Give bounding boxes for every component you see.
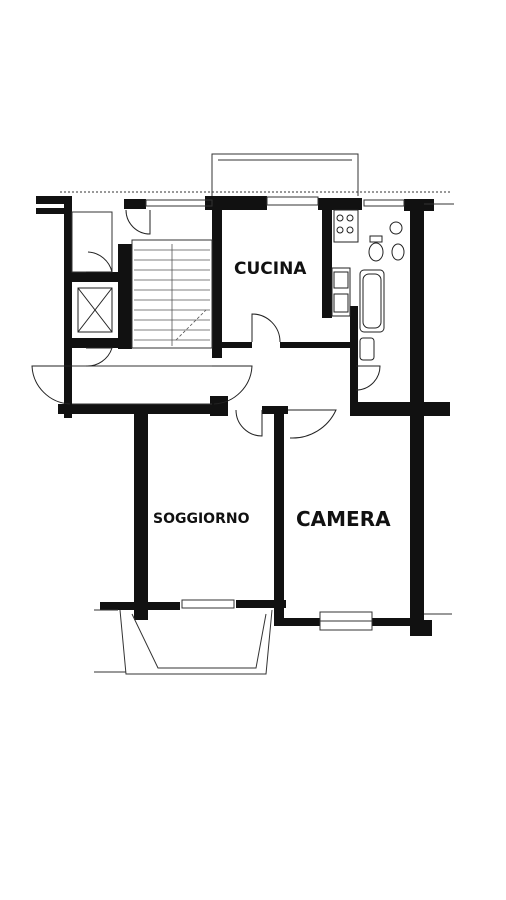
window-bath: [363, 199, 405, 207]
door-bath: [355, 365, 381, 391]
wall-hall-bottom: [58, 404, 228, 414]
wall-left-outer: [64, 196, 72, 418]
toilet-icon: [368, 242, 384, 262]
wall-top-stair: [124, 199, 146, 209]
wall-kitchen-bath: [322, 206, 332, 318]
elevator: [77, 287, 113, 333]
wall-hall-bottom-right: [350, 402, 450, 416]
window-kitchen: [266, 196, 319, 206]
bathroom-fixtures: [359, 221, 405, 361]
wall-soggiorno-camera: [274, 410, 284, 626]
wall-elevator-bottom: [64, 338, 124, 348]
wall-bottom-soggiorno-right: [236, 600, 286, 608]
wall-elevator-side: [118, 244, 132, 349]
wall-left-landing: [36, 208, 68, 214]
kitchen-fixtures: [331, 209, 359, 317]
stove-icon: [333, 293, 349, 313]
washbasin-icon: [359, 337, 375, 361]
burner-icon: [336, 226, 344, 234]
window-soggiorno: [181, 599, 235, 609]
walls: [36, 196, 450, 636]
door-entrance-hall: [212, 365, 253, 405]
wall-soggiorno-left: [134, 410, 148, 620]
burner-icon: [346, 226, 354, 234]
wall-elevator-top: [64, 272, 124, 282]
doors: [31, 209, 381, 439]
wall-kitchen-bottom-b: [280, 342, 356, 348]
wall-camera-top-left: [262, 406, 288, 414]
thin-lines: [60, 153, 454, 675]
elevator-cross-b: [77, 287, 113, 333]
wall-stair-kitchen: [212, 196, 222, 358]
toilet-tank-icon: [369, 235, 383, 243]
kitchen-counter: [331, 267, 351, 317]
window-stair: [145, 199, 213, 207]
wall-right-outer: [410, 200, 424, 636]
sink-icon: [333, 271, 349, 289]
door-camera: [288, 409, 337, 439]
room-label-camera: CAMERA: [296, 507, 391, 531]
shaft-left: [71, 211, 113, 273]
room-label-cucina: CUCINA: [234, 259, 307, 279]
bay-window: [119, 609, 273, 675]
balcony-top: [211, 153, 359, 196]
burner-icon: [336, 214, 344, 222]
door-soggiorno: [235, 409, 263, 437]
staircase: [134, 244, 210, 346]
door-stair: [125, 209, 151, 235]
stair-arrow: [175, 309, 207, 341]
elevator-cabin: [77, 287, 113, 333]
bidet-icon: [391, 243, 405, 261]
bay-window-inner: [131, 613, 267, 669]
bathtub-icon: [359, 269, 385, 333]
washbasin-drain: [389, 221, 403, 235]
room-label-soggiorno: SOGGIORNO: [153, 511, 250, 527]
kitchen-upper-unit: [333, 209, 359, 243]
burner-icon: [346, 214, 354, 222]
door-kitchen: [251, 313, 281, 343]
door-elevator: [85, 347, 113, 367]
bathtub-inner: [362, 273, 382, 329]
wall-bottom-pillar: [416, 620, 432, 636]
wall-bottom-camera-left: [276, 618, 320, 626]
wall-bath-bottom: [350, 306, 358, 406]
wall-kitchen-bottom-a: [220, 342, 252, 348]
wall-bottom-soggiorno-left: [100, 602, 180, 610]
wall-bottom-camera-right: [372, 618, 422, 626]
door-entrance-left: [31, 365, 72, 405]
wall-pillar-mid: [210, 396, 228, 416]
wall-top-left: [36, 196, 72, 204]
stair-frame: [131, 239, 213, 349]
door-shaft: [86, 251, 113, 273]
